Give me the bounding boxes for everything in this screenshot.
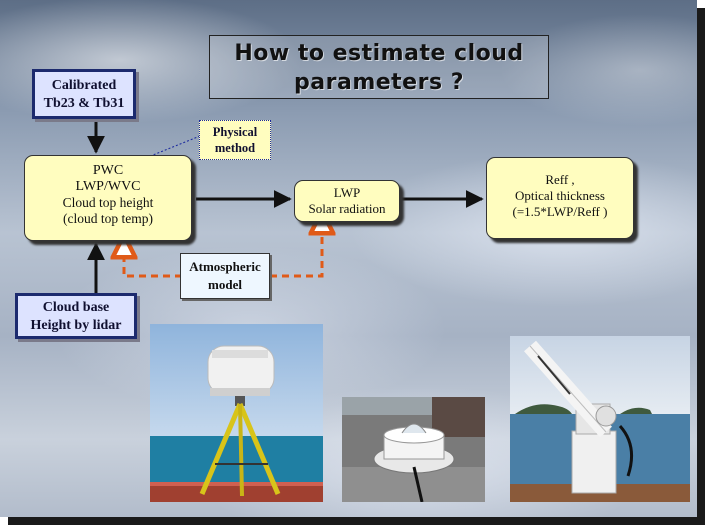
lwp-line-2: Solar radiation [308, 201, 386, 216]
lidar-photo-icon [150, 324, 323, 502]
cloud-base-line-1: Cloud base [42, 300, 110, 315]
radiometer-photo-icon [510, 336, 690, 502]
callout-connector [147, 135, 201, 158]
slide-background: How to estimate cloud parameters ? Calib… [0, 0, 697, 517]
flow-arrows [87, 120, 484, 294]
physical-method-line-1: Physical [212, 125, 258, 139]
reff-box: Reff , Optical thickness (=1.5*LWP/Reff … [486, 157, 634, 239]
lidar-photo [150, 324, 323, 502]
pwc-box: PWC LWP/WVC Cloud top height (cloud top … [24, 155, 192, 241]
radiometer-photo [510, 336, 690, 502]
lwp-line-1: LWP [333, 185, 361, 200]
calibrated-line-2: Tb23 & Tb31 [43, 96, 125, 111]
pwc-line-1: PWC [92, 163, 124, 178]
atmospheric-model-note: Atmospheric model [180, 253, 270, 299]
slide-title: How to estimate cloud parameters ? [209, 35, 549, 99]
pyranometer-photo [342, 397, 485, 502]
pyranometer-photo-icon [342, 397, 485, 502]
reff-line-2: Optical thickness [515, 188, 605, 203]
atmospheric-model-line-1: Atmospheric [189, 259, 261, 274]
atmospheric-model-line-2: model [208, 277, 242, 292]
pwc-line-3: Cloud top height [62, 195, 154, 210]
reff-line-3: (=1.5*LWP/Reff ) [512, 204, 608, 219]
arrow-model-to-lwp [270, 222, 322, 278]
cloud-base-box: Cloud base Height by lidar [15, 293, 137, 339]
physical-method-line-2: method [214, 141, 256, 155]
physical-method-callout: Physical method [199, 120, 271, 160]
reff-line-1: Reff , [545, 172, 575, 187]
title-line-1: How to estimate cloud [234, 41, 524, 66]
pwc-line-4: (cloud top temp) [63, 211, 153, 226]
pwc-line-2: LWP/WVC [75, 179, 141, 194]
lwp-box: LWP Solar radiation [294, 180, 400, 222]
calibrated-tb-box: Calibrated Tb23 & Tb31 [32, 69, 136, 119]
title-line-2: parameters ? [294, 70, 464, 95]
arrow-model-to-pwc [124, 246, 182, 278]
cloud-base-line-2: Height by lidar [30, 318, 122, 333]
calibrated-line-1: Calibrated [51, 78, 117, 93]
